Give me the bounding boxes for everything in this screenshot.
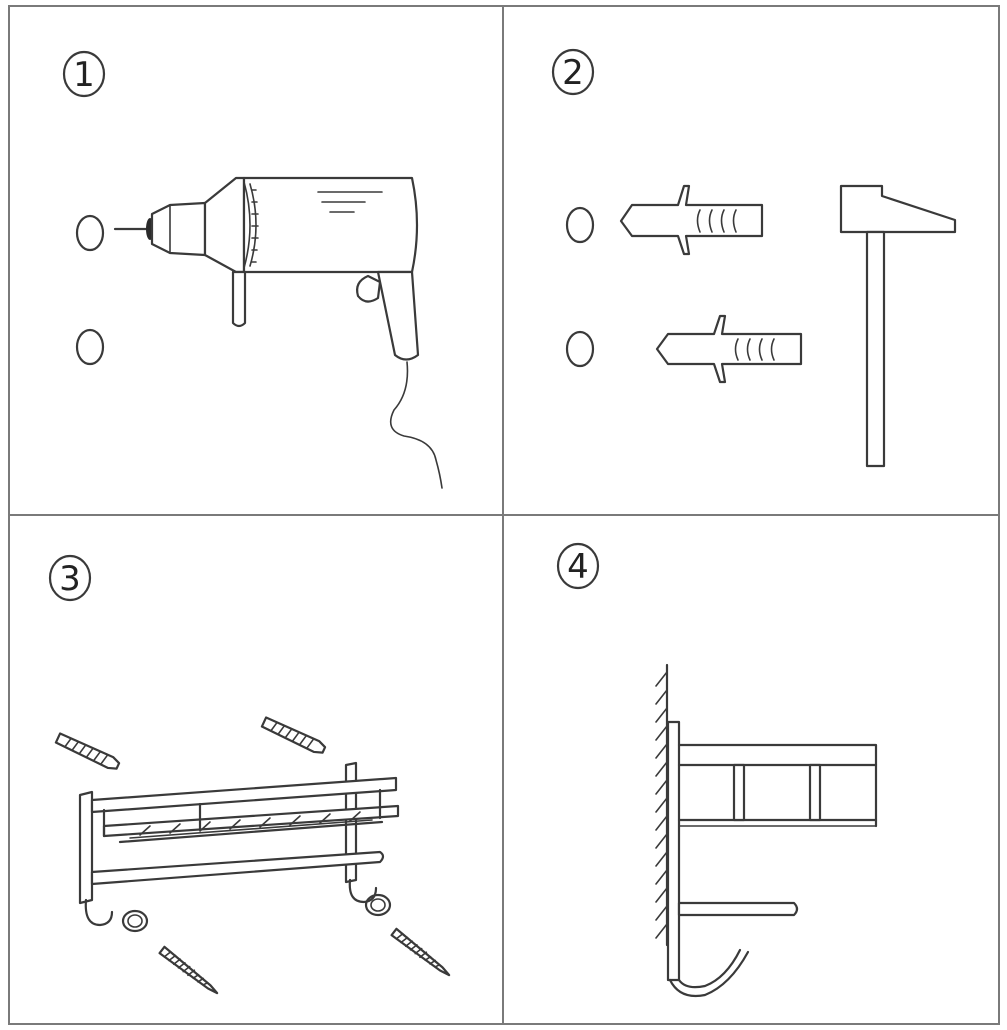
step-number-1: 1 bbox=[62, 50, 106, 98]
wall-hole-icon bbox=[565, 330, 595, 368]
svg-text:4: 4 bbox=[567, 547, 589, 587]
wall-hole-icon bbox=[75, 328, 105, 366]
wall-plug-icon bbox=[655, 314, 803, 384]
step-number-2: 2 bbox=[551, 48, 595, 96]
hammer-icon bbox=[839, 184, 957, 468]
step-number-3: 3 bbox=[48, 554, 92, 602]
panel-step-3: 3 bbox=[48, 554, 451, 995]
screw-icon bbox=[390, 927, 451, 977]
step-number-4: 4 bbox=[556, 542, 600, 590]
wall-plug-icon bbox=[619, 184, 764, 256]
panel-grid bbox=[8, 5, 1000, 1025]
svg-text:2: 2 bbox=[562, 53, 584, 93]
wall-hole-icon bbox=[565, 206, 595, 244]
wall-plug-icon bbox=[54, 732, 121, 770]
panel-step-1: 1 bbox=[62, 50, 443, 489]
svg-text:1: 1 bbox=[73, 55, 95, 95]
drill-icon bbox=[113, 176, 443, 489]
wall-hole-icon bbox=[75, 214, 105, 252]
panel-step-2: 2 bbox=[551, 48, 957, 468]
mounted-rack-icon bbox=[666, 720, 878, 998]
wall-plug-icon bbox=[260, 716, 327, 754]
rack-icon bbox=[78, 761, 400, 933]
wall-icon bbox=[655, 663, 669, 947]
screw-icon bbox=[158, 945, 219, 995]
svg-text:3: 3 bbox=[59, 559, 81, 599]
panel-step-4: 4 bbox=[556, 542, 878, 998]
